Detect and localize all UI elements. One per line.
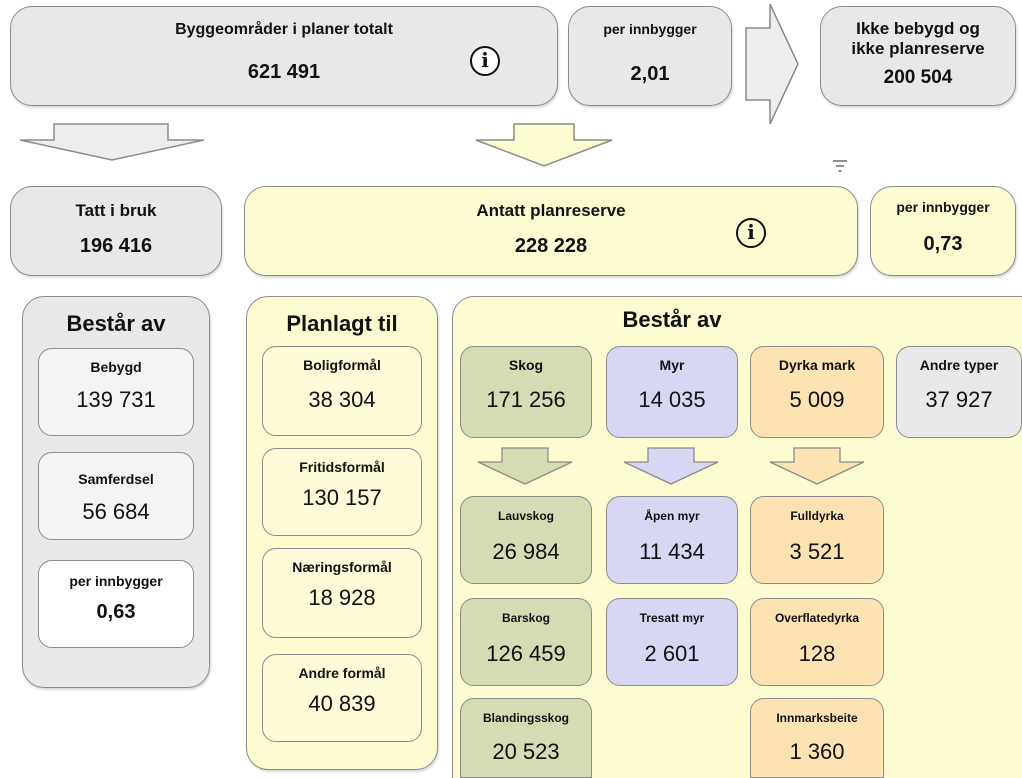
arrow-down-bog-icon — [623, 447, 719, 485]
in-use-title: Tatt i bruk — [75, 201, 157, 220]
surface-cultivated-value: 128 — [798, 641, 836, 666]
business-value: 18 928 — [308, 585, 376, 610]
bog-label: Myr — [659, 357, 685, 373]
bog-card: Myr 14 035 — [606, 346, 738, 438]
deciduous-forest-label: Lauvskog — [497, 509, 554, 523]
other-purposes-card: Andre formål 40 839 — [262, 654, 422, 742]
in-use-per-inhabitant-label: per innbygger — [69, 573, 163, 589]
built-card: Bebygd 139 731 — [38, 348, 194, 436]
arrow-down-forest-icon — [477, 447, 573, 485]
in-use-composition-title: Består av — [66, 311, 166, 336]
deciduous-forest-value: 26 984 — [492, 539, 560, 564]
open-bog-label: Åpen myr — [644, 509, 700, 523]
other-purposes-value: 40 839 — [308, 691, 376, 716]
bog-value: 14 035 — [638, 387, 706, 412]
total-building-areas-title: Byggeområder i planer totalt — [175, 21, 393, 38]
infield-pasture-value: 1 360 — [789, 739, 845, 764]
leisure-value: 130 157 — [302, 485, 382, 510]
total-building-areas-box: Byggeområder i planer totalt 621 491 — [10, 6, 558, 106]
mixed-forest-value: 20 523 — [492, 739, 560, 764]
per-inhabitant-label: per innbygger — [603, 21, 697, 37]
built-label: Bebygd — [90, 359, 142, 375]
total-building-areas-value: 621 491 — [247, 61, 321, 83]
in-use-box: Tatt i bruk 196 416 — [10, 186, 222, 276]
mixed-forest-label: Blandingsskog — [482, 711, 569, 725]
transport-card: Samferdsel 56 684 — [38, 452, 194, 540]
fully-cultivated-card: Fulldyrka 3 521 — [750, 496, 884, 584]
forest-value: 171 256 — [486, 387, 566, 412]
forest-card: Skog 171 256 — [460, 346, 592, 438]
transport-value: 56 684 — [82, 499, 150, 524]
other-types-value: 37 927 — [925, 387, 993, 412]
reserve-composition-title: Består av — [622, 307, 722, 332]
wooded-bog-card: Tresatt myr 2 601 — [606, 598, 738, 686]
farmland-label: Dyrka mark — [778, 357, 856, 373]
not-built-title-line1: Ikke bebygd og — [856, 19, 980, 38]
arrow-down-icon — [19, 123, 205, 161]
reserve-per-inhabitant-label: per innbygger — [896, 199, 990, 215]
business-card: Næringsformål 18 928 — [262, 548, 422, 638]
fully-cultivated-value: 3 521 — [789, 539, 845, 564]
filter-icon[interactable] — [832, 160, 848, 172]
not-built-box: Ikke bebygd og ikke planreserve 200 504 — [820, 6, 1016, 106]
infield-pasture-label: Innmarksbeite — [776, 711, 858, 725]
other-types-label: Andre typer — [919, 357, 999, 373]
transport-label: Samferdsel — [78, 471, 154, 487]
infield-pasture-card: Innmarksbeite 1 360 — [750, 698, 884, 778]
forest-label: Skog — [508, 357, 544, 373]
leisure-card: Fritidsformål 130 157 — [262, 448, 422, 536]
not-built-value: 200 504 — [883, 67, 953, 88]
arrow-right-icon — [745, 3, 799, 125]
per-inhabitant-value: 2,01 — [630, 63, 670, 85]
business-label: Næringsformål — [292, 559, 392, 575]
other-purposes-label: Andre formål — [298, 665, 386, 681]
per-inhabitant-total-box: per innbygger 2,01 — [568, 6, 732, 106]
mixed-forest-card: Blandingsskog 20 523 — [460, 698, 592, 778]
built-value: 139 731 — [76, 387, 156, 412]
planned-for-title: Planlagt til — [286, 311, 398, 336]
in-use-value: 196 416 — [79, 235, 153, 257]
housing-label: Boligformål — [303, 357, 381, 373]
coniferous-forest-label: Barskog — [501, 611, 551, 625]
other-types-card: Andre typer 37 927 — [896, 346, 1022, 438]
info-icon[interactable]: i — [736, 218, 766, 248]
coniferous-forest-value: 126 459 — [486, 641, 566, 666]
deciduous-forest-card: Lauvskog 26 984 — [460, 496, 592, 584]
coniferous-forest-card: Barskog 126 459 — [460, 598, 592, 686]
housing-card: Boligformål 38 304 — [262, 346, 422, 436]
plan-reserve-value: 228 228 — [514, 235, 588, 257]
not-built-title-line2: ikke planreserve — [851, 39, 985, 58]
leisure-label: Fritidsformål — [299, 459, 385, 475]
in-use-per-inhabitant-value: 0,63 — [96, 601, 136, 623]
open-bog-card: Åpen myr 11 434 — [606, 496, 738, 584]
fully-cultivated-label: Fulldyrka — [790, 509, 844, 523]
wooded-bog-label: Tresatt myr — [639, 611, 705, 625]
info-icon[interactable]: i — [470, 46, 500, 76]
arrow-down-reserve-icon — [475, 123, 613, 167]
reserve-per-inhabitant-value: 0,73 — [923, 233, 963, 255]
arrow-down-farmland-icon — [769, 447, 865, 485]
farmland-card: Dyrka mark 5 009 — [750, 346, 884, 438]
reserve-per-inhabitant-box: per innbygger 0,73 — [870, 186, 1016, 276]
open-bog-value: 11 434 — [639, 539, 705, 564]
plan-reserve-title: Antatt planreserve — [476, 201, 626, 220]
farmland-value: 5 009 — [789, 387, 845, 412]
wooded-bog-value: 2 601 — [644, 641, 700, 666]
in-use-per-inhabitant-card: per innbygger 0,63 — [38, 560, 194, 648]
surface-cultivated-label: Overflatedyrka — [774, 611, 860, 625]
housing-value: 38 304 — [308, 387, 376, 412]
surface-cultivated-card: Overflatedyrka 128 — [750, 598, 884, 686]
